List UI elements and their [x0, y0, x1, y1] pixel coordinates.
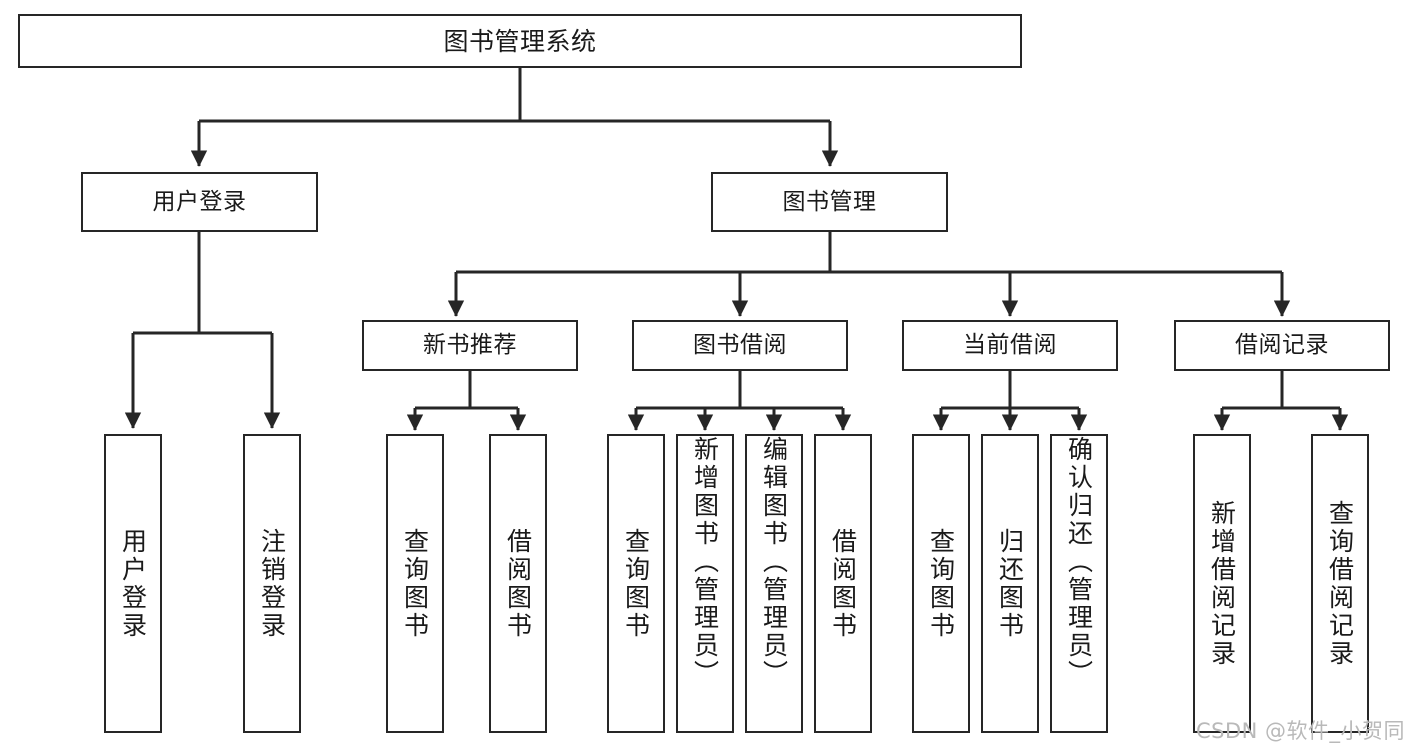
node-leaf-query-book-3-label: 查询图书	[926, 527, 956, 640]
node-leaf-confirm-return[interactable]: 确认归还（管理员）	[1050, 434, 1108, 733]
node-leaf-query-book-3[interactable]: 查询图书	[912, 434, 970, 733]
node-leaf-borrow-book-1[interactable]: 借阅图书	[489, 434, 547, 733]
node-user-login-label: 用户登录	[152, 188, 247, 215]
node-leaf-add-book-label: 新增图书（管理员）	[690, 436, 720, 688]
node-leaf-user-logout-label: 注销登录	[257, 527, 287, 640]
node-leaf-query-record-label: 查询借阅记录	[1325, 499, 1355, 668]
node-leaf-add-record[interactable]: 新增借阅记录	[1193, 434, 1251, 733]
node-leaf-query-book-2[interactable]: 查询图书	[607, 434, 665, 733]
node-leaf-confirm-return-label: 确认归还（管理员）	[1064, 436, 1094, 688]
node-book-borrow-label: 图书借阅	[693, 332, 787, 359]
node-book-manage[interactable]: 图书管理	[711, 172, 948, 232]
node-current-borrow[interactable]: 当前借阅	[902, 320, 1118, 371]
node-new-book-recommend-label: 新书推荐	[423, 332, 517, 359]
node-new-book-recommend[interactable]: 新书推荐	[362, 320, 578, 371]
node-user-login[interactable]: 用户登录	[81, 172, 318, 232]
node-root-system[interactable]: 图书管理系统	[18, 14, 1022, 68]
node-borrow-record[interactable]: 借阅记录	[1174, 320, 1390, 371]
node-leaf-borrow-book-2-label: 借阅图书	[828, 527, 858, 640]
node-leaf-add-book[interactable]: 新增图书（管理员）	[676, 434, 734, 733]
node-book-borrow[interactable]: 图书借阅	[632, 320, 848, 371]
node-leaf-query-book-1-label: 查询图书	[400, 527, 430, 640]
node-leaf-return-book[interactable]: 归还图书	[981, 434, 1039, 733]
node-leaf-query-book-2-label: 查询图书	[621, 527, 651, 640]
node-borrow-record-label: 借阅记录	[1235, 332, 1329, 359]
node-leaf-borrow-book-1-label: 借阅图书	[503, 527, 533, 640]
node-leaf-user-login[interactable]: 用户登录	[104, 434, 162, 733]
node-leaf-user-logout[interactable]: 注销登录	[243, 434, 301, 733]
node-root-system-label: 图书管理系统	[443, 26, 597, 56]
node-leaf-query-record[interactable]: 查询借阅记录	[1311, 434, 1369, 733]
csdn-watermark: CSDN @软件_小贺同学	[1196, 719, 1405, 743]
node-leaf-query-book-1[interactable]: 查询图书	[386, 434, 444, 733]
node-leaf-borrow-book-2[interactable]: 借阅图书	[814, 434, 872, 733]
node-book-manage-label: 图书管理	[782, 188, 877, 215]
node-leaf-add-record-label: 新增借阅记录	[1207, 499, 1237, 668]
node-leaf-user-login-label: 用户登录	[118, 527, 148, 640]
node-current-borrow-label: 当前借阅	[963, 332, 1057, 359]
node-leaf-return-book-label: 归还图书	[995, 527, 1025, 640]
node-leaf-edit-book-label: 编辑图书（管理员）	[759, 436, 789, 688]
node-leaf-edit-book[interactable]: 编辑图书（管理员）	[745, 434, 803, 733]
